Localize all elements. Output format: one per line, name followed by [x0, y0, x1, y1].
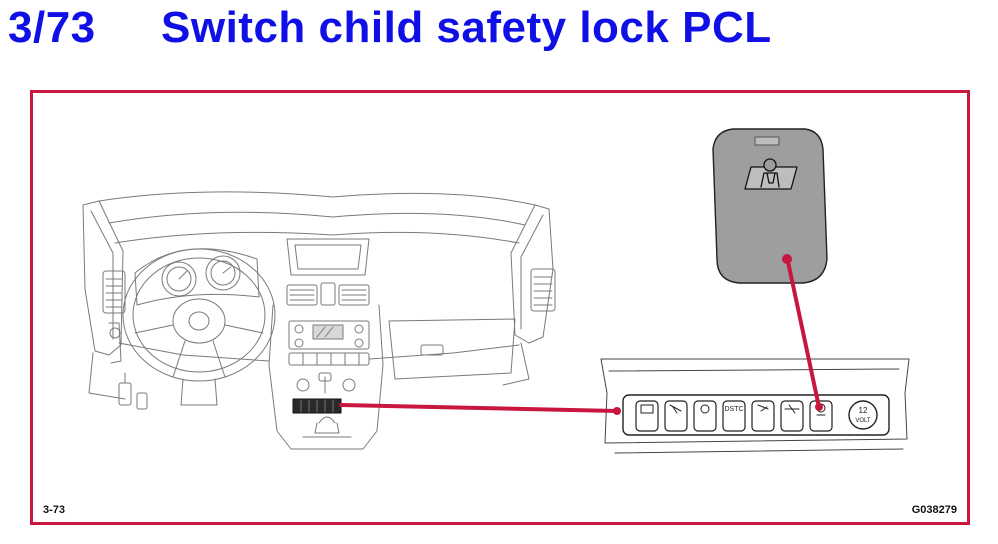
steering-column: [108, 322, 218, 406]
svg-text:12: 12: [859, 406, 868, 415]
left-air-vent: [102, 270, 126, 314]
glove-box: [388, 318, 516, 380]
page-title: Switch child safety lock PCL: [161, 3, 772, 52]
section-number: 3/73: [8, 3, 96, 52]
child-lock-icon: [744, 158, 798, 190]
steering-wheel: [122, 248, 276, 382]
center-console: [268, 304, 384, 450]
leader-lines: [339, 255, 821, 413]
image-code: G038279: [911, 504, 957, 516]
dstc-label: DSTC: [724, 406, 743, 413]
svg-text:VOLT: VOLT: [855, 418, 871, 424]
center-air-vents: [286, 282, 370, 306]
instrument-cluster: [134, 248, 260, 306]
console-switch-strip: [292, 398, 342, 414]
power-socket: 12 VOLT: [848, 400, 878, 430]
dashboard-outline: [82, 191, 554, 400]
center-display: [286, 238, 370, 276]
pedals: [118, 372, 148, 410]
leader-console-to-panel: [339, 403, 619, 413]
pcl-switch-enlarged: [712, 128, 828, 284]
leader-switch-to-button: [785, 255, 821, 409]
figure-frame: DSTC 12 VOLT 3-73 G0382: [30, 90, 970, 525]
right-air-vent: [530, 268, 556, 312]
figure-label: 3-73: [43, 504, 66, 516]
dashboard-illustration: DSTC 12 VOLT: [82, 128, 910, 454]
switch-panel: DSTC 12 VOLT: [600, 358, 910, 454]
